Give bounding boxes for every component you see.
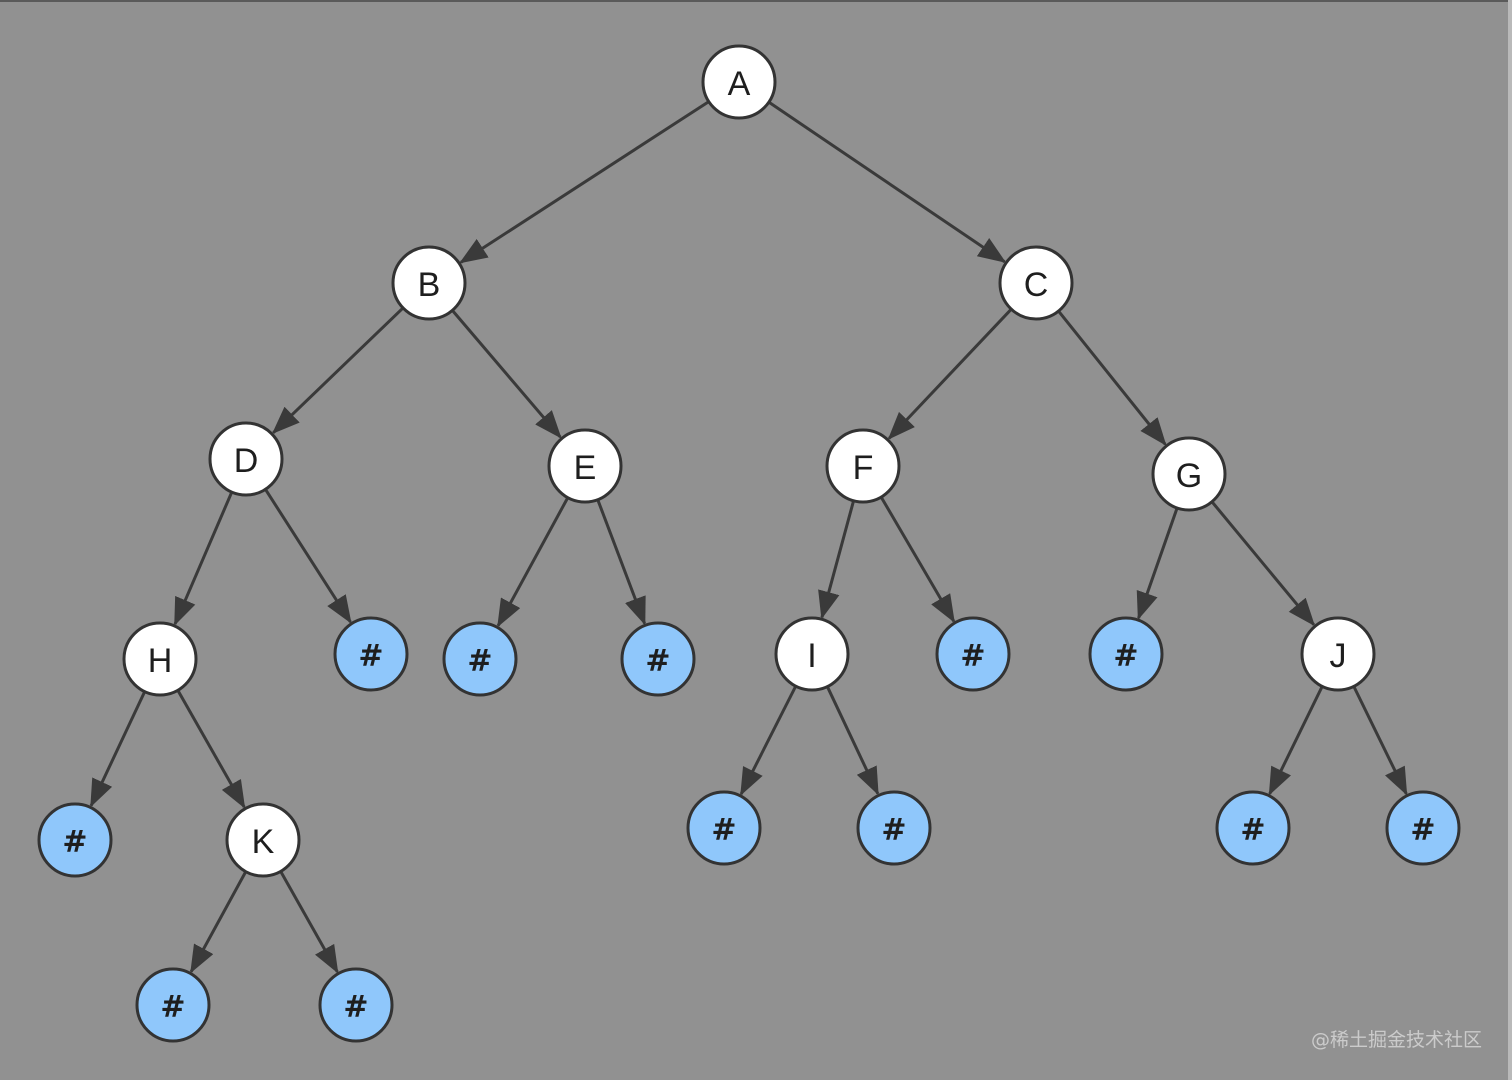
edges-layer: [89, 100, 1408, 974]
null-node: #: [1088, 616, 1164, 692]
null-node-circle: [37, 802, 113, 878]
tree-node-a: A: [701, 44, 777, 120]
null-node-circle: [686, 790, 762, 866]
edge-e-n2: [496, 496, 570, 628]
null-node-label: #: [467, 644, 492, 679]
tree-node-f: F: [825, 428, 901, 504]
node-circle: [391, 245, 467, 321]
tree-node-j: J: [1300, 616, 1376, 692]
top-border: [0, 0, 1512, 2]
watermark-text: @稀土掘金技术社区: [1310, 1029, 1482, 1051]
null-node: #: [1385, 790, 1461, 866]
edge-d-n1: [264, 488, 352, 624]
node-circle: [825, 428, 901, 504]
null-node-circle: [1215, 790, 1291, 866]
edge-i-n7: [739, 685, 798, 796]
null-node: #: [318, 967, 394, 1043]
null-node: #: [37, 802, 113, 878]
null-node: #: [135, 967, 211, 1043]
null-node-circle: [935, 616, 1011, 692]
null-node-label: #: [1240, 813, 1265, 848]
node-label: G: [1176, 457, 1202, 495]
nodes-layer: A B C D E F G H I J K # # # # # # # # # # # #: [37, 44, 1461, 1043]
null-node-circle: [318, 967, 394, 1043]
edge-d-h: [173, 491, 234, 626]
tree-node-d: D: [208, 421, 284, 497]
right-border: [1508, 0, 1512, 1080]
node-label: J: [1330, 637, 1347, 675]
node-label: H: [148, 642, 173, 680]
null-node-label: #: [62, 825, 87, 860]
edge-a-b: [459, 100, 710, 264]
edge-g-n5: [1136, 507, 1179, 621]
edge-f-i: [818, 500, 856, 620]
null-node: #: [442, 621, 518, 697]
null-node-label: #: [358, 639, 383, 674]
tree-node-g: G: [1151, 436, 1227, 512]
node-circle: [1300, 616, 1376, 692]
node-label: K: [252, 823, 275, 861]
null-node: #: [333, 616, 409, 692]
edge-h-k: [176, 689, 246, 809]
tree-node-k: K: [225, 802, 301, 878]
node-circle: [208, 421, 284, 497]
edge-k-n11: [189, 870, 248, 974]
null-node: #: [620, 621, 696, 697]
edge-g-j: [1210, 500, 1316, 627]
edge-h-n6: [89, 690, 147, 808]
null-node-label: #: [645, 644, 670, 679]
node-circle: [547, 428, 623, 504]
null-node-label: #: [343, 990, 368, 1025]
node-label: B: [418, 266, 441, 304]
node-label: I: [807, 637, 816, 675]
edge-c-f: [887, 308, 1013, 440]
null-node-label: #: [881, 813, 906, 848]
null-node-circle: [1088, 616, 1164, 692]
tree-node-b: B: [391, 245, 467, 321]
node-circle: [225, 802, 301, 878]
edge-b-d: [271, 306, 405, 435]
null-node-label: #: [1113, 639, 1138, 674]
edge-i-n8: [825, 685, 880, 796]
node-circle: [122, 621, 198, 697]
edge-e-n3: [596, 499, 646, 626]
node-circle: [998, 245, 1074, 321]
null-node-label: #: [960, 639, 985, 674]
null-node-label: #: [160, 990, 185, 1025]
node-label: C: [1024, 266, 1049, 304]
node-circle: [701, 44, 777, 120]
edge-b-e: [451, 309, 562, 439]
node-label: A: [728, 65, 751, 103]
null-node: #: [935, 616, 1011, 692]
null-node-circle: [620, 621, 696, 697]
edge-j-n10: [1352, 685, 1408, 796]
tree-node-i: I: [774, 616, 850, 692]
edge-f-n4: [879, 496, 956, 623]
node-circle: [774, 616, 850, 692]
edge-j-n9: [1268, 685, 1324, 796]
node-label: E: [574, 449, 597, 487]
tree-node-e: E: [547, 428, 623, 504]
null-node: #: [856, 790, 932, 866]
tree-node-h: H: [122, 621, 198, 697]
null-node-circle: [856, 790, 932, 866]
tree-node-c: C: [998, 245, 1074, 321]
null-node: #: [1215, 790, 1291, 866]
node-label: D: [234, 442, 259, 480]
node-label: F: [853, 449, 874, 487]
edge-a-c: [767, 100, 1007, 263]
null-node-circle: [135, 967, 211, 1043]
null-node-circle: [442, 621, 518, 697]
edge-c-g: [1057, 310, 1167, 446]
null-node-label: #: [1410, 813, 1435, 848]
null-node-circle: [1385, 790, 1461, 866]
null-node: #: [686, 790, 762, 866]
node-circle: [1151, 436, 1227, 512]
null-node-circle: [333, 616, 409, 692]
null-node-label: #: [711, 813, 736, 848]
edge-k-n12: [279, 870, 339, 974]
